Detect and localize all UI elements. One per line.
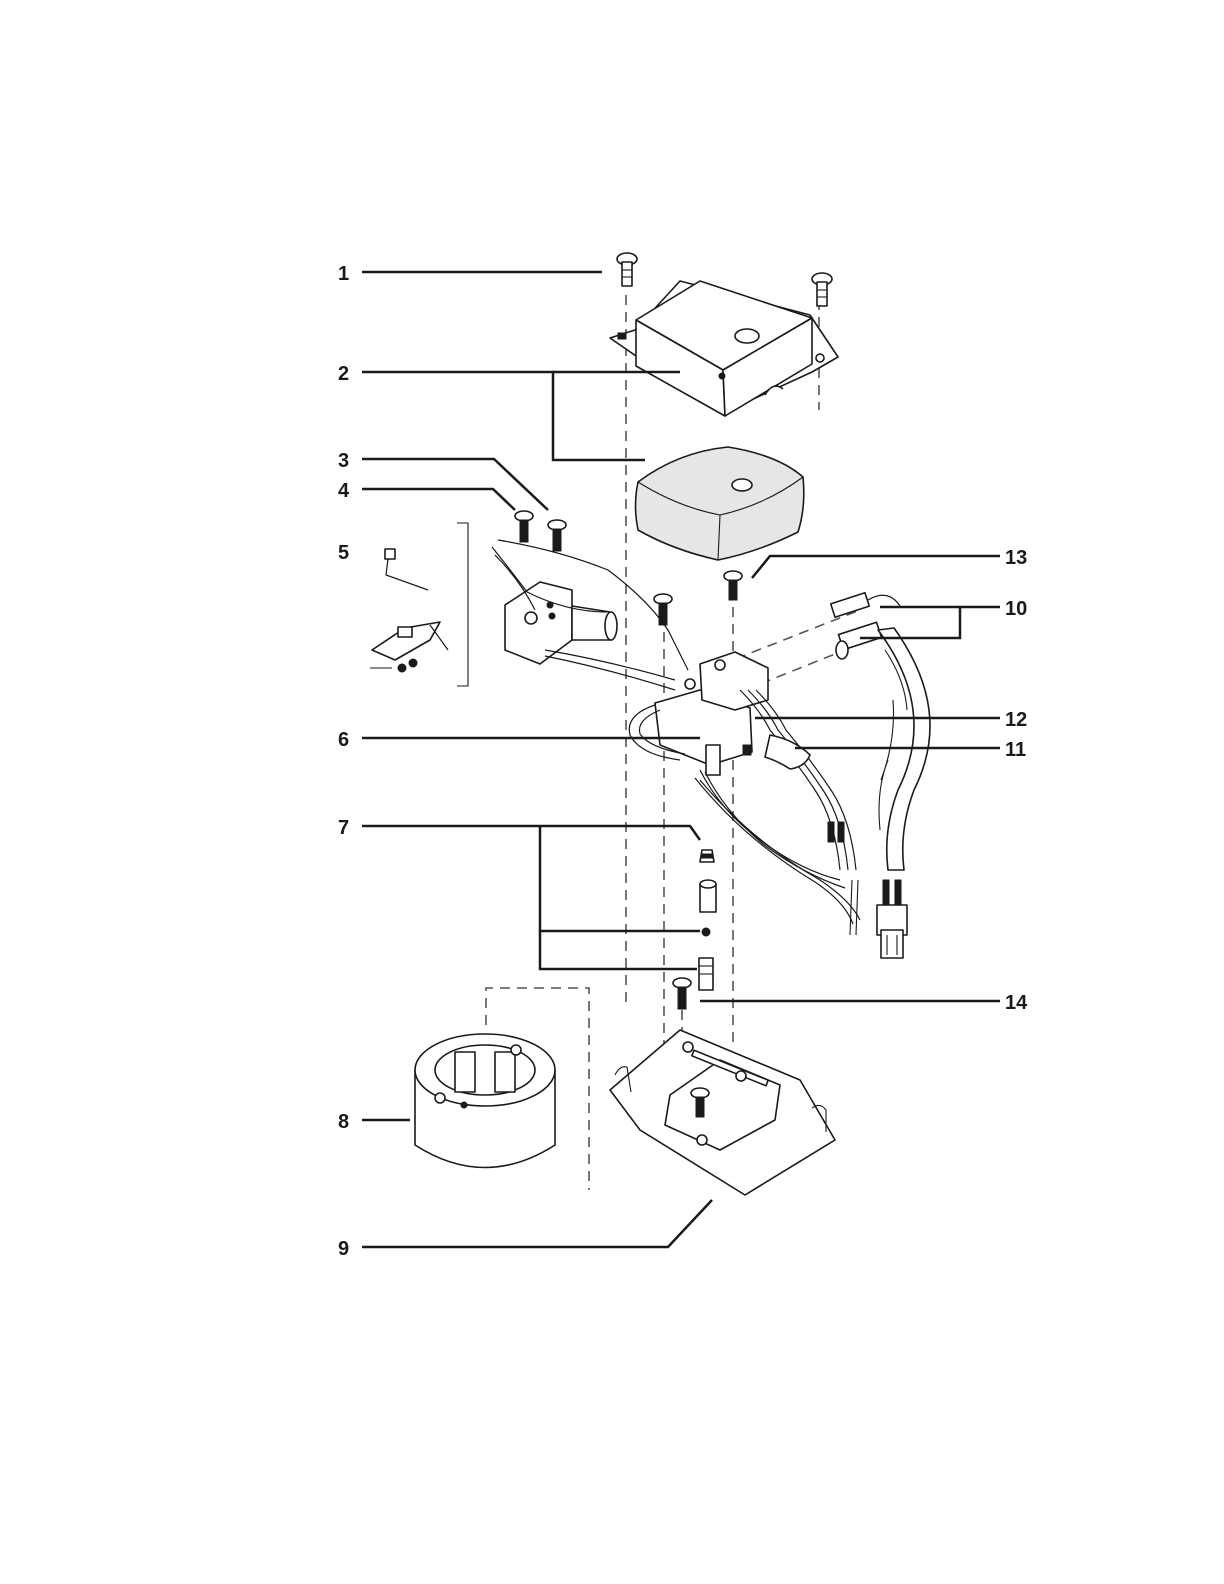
switch-detail-group: [370, 523, 468, 686]
callout-11: 11: [1005, 739, 1026, 761]
switch-screw-4: [515, 511, 533, 542]
cover-screw-left: [617, 253, 637, 286]
callout-6: 6: [338, 729, 349, 751]
electrode-leads-10: [831, 593, 930, 958]
mounting-bracket-9: [610, 1030, 835, 1195]
callout-14: 14: [1005, 992, 1028, 1014]
valve-screw-center: [654, 594, 672, 625]
orifice-fittings-stack: [699, 850, 716, 990]
callout-7: 7: [338, 817, 349, 839]
callout-1: 1: [338, 263, 349, 285]
cover-screw-right: [812, 273, 832, 306]
callout-8: 8: [338, 1111, 349, 1133]
callout-2: 2: [338, 363, 349, 385]
callout-13: 13: [1005, 547, 1027, 569]
callout-12: 12: [1005, 709, 1027, 731]
cover-box: [610, 281, 838, 416]
bracket-screw-14: [673, 978, 691, 1009]
sleeve-11: [765, 735, 810, 769]
callout-10: 10: [1005, 598, 1027, 620]
switch-screw-3: [548, 520, 566, 551]
foam-insulation-block: [636, 447, 804, 560]
callout-3: 3: [338, 450, 349, 472]
valve-screw-13: [724, 571, 742, 600]
callout-9: 9: [338, 1238, 349, 1260]
callout-5: 5: [338, 542, 349, 564]
callout-4: 4: [338, 480, 350, 502]
burner-ring-8: [415, 1034, 555, 1168]
